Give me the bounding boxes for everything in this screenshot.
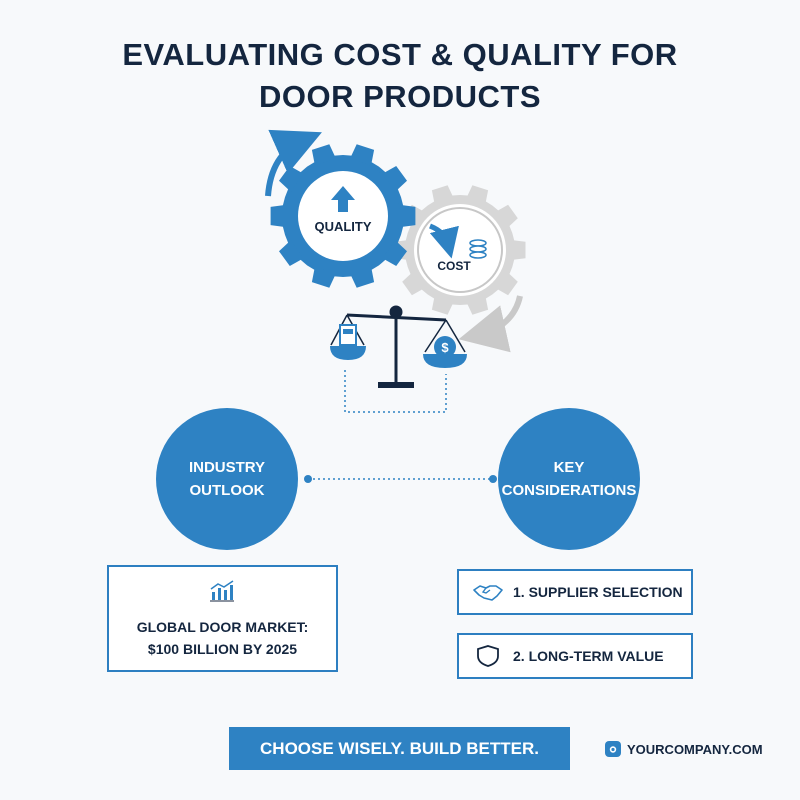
scale-pan-left: [330, 346, 366, 360]
consideration-label-supplier: 1. SUPPLIER SELECTION: [513, 584, 683, 600]
industry-outlook-line-1: INDUSTRY: [188, 459, 266, 476]
brand-text: YOURCOMPANY.COM: [627, 741, 763, 757]
svg-text:$: $: [441, 340, 449, 355]
consideration-item-value: 2. LONG-TERM VALUE: [457, 633, 693, 679]
key-considerations-circle: KEY CONSIDERATIONS: [498, 408, 640, 550]
key-considerations-line-2: CONSIDERATIONS: [501, 482, 637, 499]
key-considerations-line-1: KEY: [553, 459, 585, 476]
title-line-1: EVALUATING COST & QUALITY FOR: [122, 37, 678, 72]
curved-arrow-icon: [429, 223, 459, 259]
industry-outlook-circle: INDUSTRY OUTLOOK: [156, 408, 298, 550]
market-stat-line-2: $100 BILLION BY 2025: [147, 641, 298, 657]
arrow-up-icon: [331, 186, 355, 212]
balance-scale-icon: [330, 305, 466, 388]
camera-icon: [605, 741, 621, 757]
title-line-2: DOOR PRODUCTS: [258, 79, 542, 114]
door-icon: [339, 324, 357, 346]
cost-label: COST: [437, 259, 471, 273]
quality-label: QUALITY: [314, 219, 371, 234]
consideration-item-supplier: 1. SUPPLIER SELECTION: [457, 569, 693, 615]
cycle-arrow-bottom: [458, 295, 523, 353]
page-title: EVALUATING COST & QUALITY FOR DOOR PRODU…: [0, 34, 800, 118]
market-stat-line-1: GLOBAL DOOR MARKET:: [136, 619, 309, 635]
dollar-coin-icon: [434, 336, 456, 358]
brand-link[interactable]: YOURCOMPANY.COM: [605, 741, 763, 757]
handshake-icon: [473, 585, 503, 601]
industry-outlook-line-2: OUTLOOK: [189, 482, 265, 499]
consideration-label-value: 2. LONG-TERM VALUE: [513, 648, 664, 664]
quality-gear: [270, 144, 416, 288]
shield-icon: [477, 645, 499, 667]
cta-banner: CHOOSE WISELY. BUILD BETTER.: [229, 727, 570, 770]
coins-icon: [469, 239, 487, 259]
scale-pan-right: [423, 354, 467, 368]
scale-connector-dotted: [344, 370, 447, 413]
bar-chart-icon: [210, 580, 234, 602]
market-stat-card: GLOBAL DOOR MARKET: $100 BILLION BY 2025: [107, 565, 338, 672]
cycle-arrow-top: [265, 129, 322, 197]
cost-gear: [394, 185, 526, 315]
